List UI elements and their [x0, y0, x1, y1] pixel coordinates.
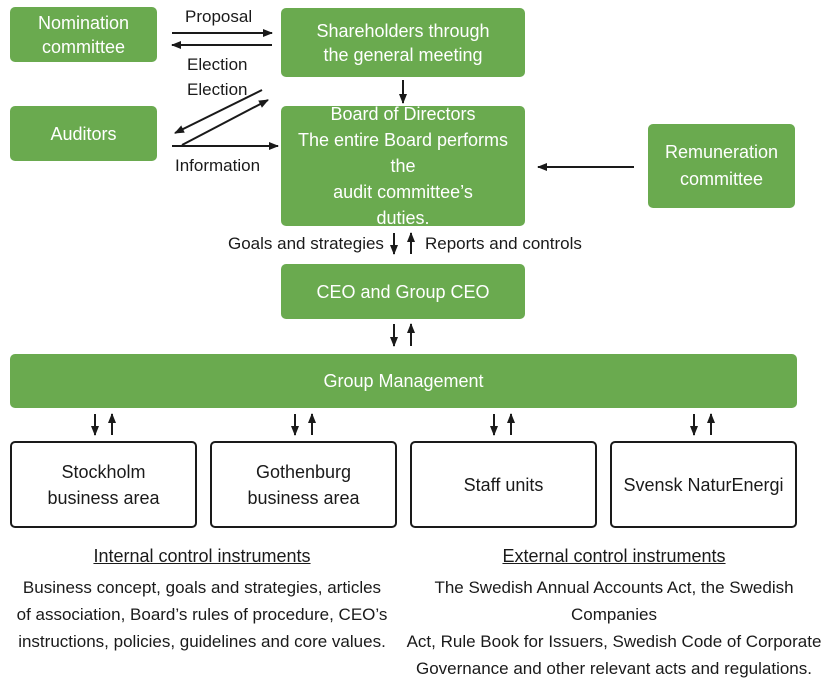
board-of-directors-box: Board of Directors The entire Board perf…	[281, 104, 525, 228]
election-label-1: Election	[187, 55, 248, 74]
election-arrow-auditors	[174, 89, 263, 134]
information-label: Information	[175, 156, 261, 175]
stockholm-business-area-box: Stockholm business area	[10, 441, 197, 528]
gothenburg-business-area-box: Gothenburg business area	[210, 441, 397, 528]
goals-and-strategies-label: Goals and strategies	[228, 234, 384, 253]
internal-control-text: Business concept, goals and strategies, …	[16, 578, 388, 651]
internal-control-heading: Internal control instruments	[93, 546, 311, 566]
remuneration-committee-box: Remuneration committee	[648, 124, 795, 208]
external-control-text: The Swedish Annual Accounts Act, the Swe…	[406, 578, 822, 678]
ceo-box: CEO and Group CEO	[281, 264, 525, 319]
connector-arrows	[91, 29, 715, 436]
auditors-box: Auditors	[10, 106, 157, 161]
nomination-committee-box: Nomination committee	[10, 7, 157, 62]
auditors-to-board-diagonal-arrow	[181, 99, 269, 146]
external-control-heading: External control instruments	[502, 546, 726, 566]
election-label-2: Election	[187, 80, 248, 99]
proposal-label: Proposal	[185, 7, 253, 26]
reports-and-controls-label: Reports and controls	[425, 234, 582, 253]
shareholders-box: Shareholders through the general meeting	[281, 8, 525, 77]
staff-units-box: Staff units	[410, 441, 597, 528]
svensk-naturenergi-box: Svensk NaturEnergi	[610, 441, 797, 528]
group-management-box: Group Management	[10, 354, 797, 408]
